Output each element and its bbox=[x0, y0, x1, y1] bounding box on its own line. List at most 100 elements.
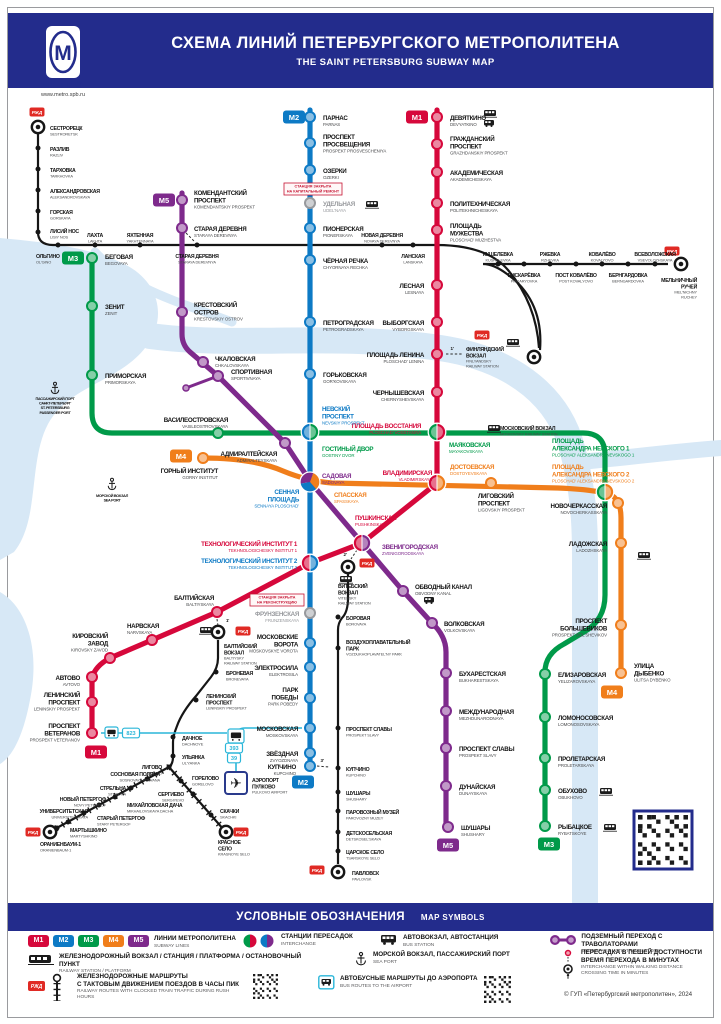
rail-station-dot bbox=[335, 808, 341, 814]
svg-text:RAILWAY STATION: RAILWAY STATION bbox=[224, 660, 257, 665]
svg-text:ВИТЕБСКИЙ: ВИТЕБСКИЙ bbox=[338, 582, 368, 590]
svg-text:МАРТЫШКИНО: МАРТЫШКИНО bbox=[70, 828, 107, 834]
qr-border bbox=[632, 809, 694, 871]
svg-text:3': 3' bbox=[321, 758, 324, 763]
svg-text:PIONERSKAYA: PIONERSKAYA bbox=[323, 233, 353, 238]
svg-text:VITEBSKY: VITEBSKY bbox=[338, 596, 357, 601]
rail-station-dot bbox=[112, 794, 118, 800]
svg-text:ПРОСПЕКТ: ПРОСПЕКТ bbox=[450, 144, 482, 151]
airport-icon bbox=[224, 771, 248, 795]
svg-text:LISIY NOS: LISIY NOS bbox=[50, 234, 69, 239]
svg-text:SOSNOVAYA POLYANA: SOSNOVAYA POLYANA bbox=[119, 777, 160, 782]
rail-station-dot bbox=[410, 242, 416, 248]
svg-text:ПРОСПЕКТ СЛАВЫ: ПРОСПЕКТ СЛАВЫ bbox=[459, 746, 514, 753]
rail-station-dot bbox=[128, 785, 134, 791]
svg-text:YELIZAROVSKAYA: YELIZAROVSKAYA bbox=[558, 679, 595, 684]
svg-text:PROSPEKT BOL'SHEVIKOV: PROSPEKT BOL'SHEVIKOV bbox=[552, 633, 607, 638]
rail-station-dot bbox=[335, 645, 341, 651]
svg-text:393: 393 bbox=[229, 746, 238, 752]
railway-line bbox=[336, 574, 350, 864]
legend-underpass-en: UNDERPASS WITH TRAVELATORS bbox=[581, 949, 661, 954]
railway-line bbox=[36, 120, 541, 349]
bus-station-icon bbox=[381, 935, 396, 945]
metro-line-m5 bbox=[179, 190, 449, 832]
svg-text:OBUKHOVO: OBUKHOVO bbox=[558, 795, 583, 800]
rail-station-dot bbox=[35, 229, 41, 235]
rail-station-dot bbox=[166, 764, 172, 770]
legend-sea-port-ru: МОРСКОЙ ВОКЗАЛ, ПАССАЖИРСКИЙ ПОРТ bbox=[373, 951, 510, 958]
station-label: ТЕХНОЛОГИЧЕСКИЙ ИНСТИТУТ 1TEKHNOLOGICHES… bbox=[201, 540, 298, 553]
svg-text:ПУЛКОВО: ПУЛКОВО bbox=[252, 784, 275, 790]
legend-walking-ru: ПЕРЕСАДКА В ПЕШЕЙ ДОСТУПНОСТИ ВРЕМЯ ПЕРЕ… bbox=[581, 949, 703, 964]
legend-sea-port: МОРСКОЙ ВОКЗАЛ, ПАССАЖИРСКИЙ ПОРТ SEA PO… bbox=[354, 951, 510, 967]
line-badge bbox=[538, 837, 560, 851]
svg-text:СОСНОВАЯ ПОЛЯНА: СОСНОВАЯ ПОЛЯНА bbox=[110, 772, 160, 778]
svg-text:LIGOVO: LIGOVO bbox=[148, 770, 162, 775]
svg-text:SHUSHARY: SHUSHARY bbox=[461, 832, 485, 837]
svg-text:PLOSCHAD' ALEKSANDRA NEVSKOGO: PLOSCHAD' ALEKSANDRA NEVSKOGO 2 bbox=[552, 479, 635, 484]
svg-text:АДМИРАЛТЕЙСКАЯ: АДМИРАЛТЕЙСКАЯ bbox=[221, 450, 278, 458]
rail-station-dot bbox=[35, 145, 41, 151]
train-icon bbox=[487, 425, 501, 433]
svg-text:М2: М2 bbox=[298, 778, 308, 787]
svg-text:VOLKOVSKAYA: VOLKOVSKAYA bbox=[444, 628, 475, 633]
line-badge bbox=[153, 193, 175, 207]
svg-text:PARK POBEDY: PARK POBEDY bbox=[268, 702, 298, 707]
svg-text:YAKHTENNAYA: YAKHTENNAYA bbox=[126, 238, 154, 243]
svg-text:ЧЁРНАЯ РЕЧКА: ЧЁРНАЯ РЕЧКА bbox=[323, 258, 369, 265]
svg-text:МОСКОВСКАЯ: МОСКОВСКАЯ bbox=[257, 726, 299, 733]
legend-bus-station-en: BUS STATION bbox=[403, 942, 435, 948]
svg-text:DOSTOYEVSKAYA: DOSTOYEVSKAYA bbox=[450, 471, 487, 476]
svg-text:НАРВСКАЯ: НАРВСКАЯ bbox=[127, 623, 160, 630]
svg-text:UDEL'NAYA: UDEL'NAYA bbox=[323, 208, 346, 213]
legend-railway-en: RAILWAY STATION / PLATFORM bbox=[59, 969, 131, 974]
svg-text:BRONEVAYA: BRONEVAYA bbox=[226, 676, 249, 681]
svg-text:ПОБЕДЫ: ПОБЕДЫ bbox=[271, 695, 298, 702]
station-label: 3' bbox=[321, 758, 325, 763]
svg-text:LOMONOSOVSKAYA: LOMONOSOVSKAYA bbox=[558, 722, 600, 727]
svg-text:SKACHKI: SKACHKI bbox=[220, 814, 236, 819]
bus-icon bbox=[424, 597, 434, 604]
svg-text:SENNAYA PLOSCHAD': SENNAYA PLOSCHAD' bbox=[254, 504, 299, 509]
svg-text:РЖД: РЖД bbox=[28, 830, 39, 835]
svg-text:САДОВАЯ: САДОВАЯ bbox=[322, 473, 352, 480]
station-label: 1' bbox=[451, 346, 455, 351]
svg-text:КРАСНОЕ: КРАСНОЕ bbox=[218, 840, 242, 846]
walking-transfer-icon bbox=[563, 949, 573, 979]
svg-text:SPORTIVNAYA: SPORTIVNAYA bbox=[231, 376, 261, 381]
svg-text:ПРОСПЕКТ: ПРОСПЕКТ bbox=[323, 134, 355, 141]
